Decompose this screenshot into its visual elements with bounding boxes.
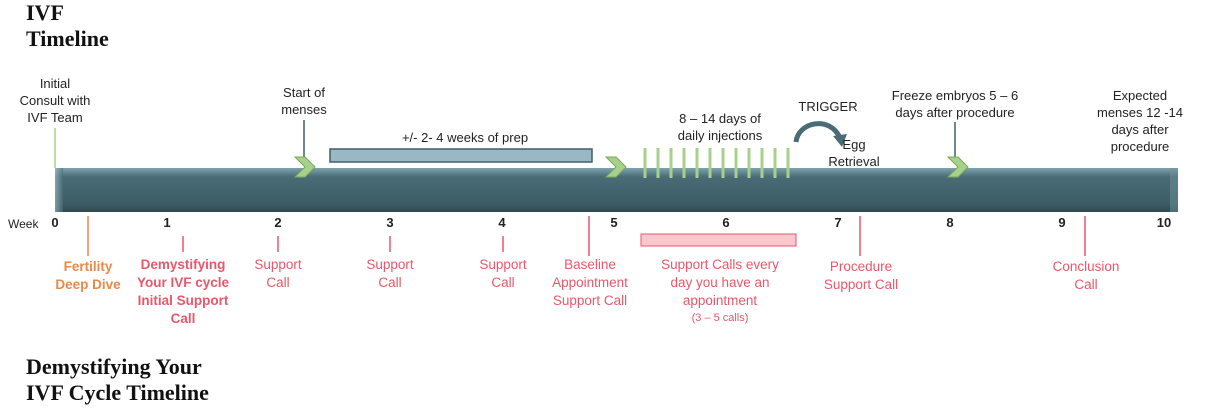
week-tick-label: 3 (386, 215, 394, 230)
week-tick-label: 1 (163, 215, 171, 230)
week-tick-label: 9 (1058, 215, 1066, 230)
chevron-icon (293, 156, 316, 178)
timeline-bar-cap (55, 168, 63, 212)
injections-label: 8 – 14 days of daily injections (677, 111, 763, 143)
chevron-icon (946, 156, 969, 178)
procedure-support-call-label: Procedure Support Call (823, 259, 899, 292)
support-calls-range (640, 233, 797, 247)
week-tick-label: 8 (946, 215, 954, 230)
week-tick-label: 7 (834, 215, 842, 230)
freeze-embryos-label: Freeze embryos 5 – 6 days after procedur… (891, 88, 1019, 120)
week-tick-label: 5 (610, 215, 618, 230)
week-tick-label: 0 (51, 215, 59, 230)
title-line-1: IVF (26, 0, 64, 25)
start-menses-label: Start of menses (281, 85, 327, 117)
chevron-icon (604, 156, 627, 178)
fertility-deep-dive-label: Fertility Deep Dive (55, 259, 121, 292)
support-call-week4-label: Support Call (479, 257, 527, 290)
support-call-week2-label: Support Call (254, 257, 302, 290)
trigger-label: TRIGGER (798, 99, 858, 114)
egg-retrieval-label: Egg Retrieval (828, 137, 880, 169)
trigger-arrow-icon (793, 121, 847, 147)
bottom-title-line-2: IVF Cycle Timeline (26, 380, 209, 405)
week-tick-label: 10 (1156, 215, 1172, 230)
bottom-title-line-1: Demystifying Your (26, 354, 202, 379)
demystifying-call-label: Demystifying Your IVF cycle Initial Supp… (136, 257, 230, 326)
support-calls-every-day-label: Support Calls every day you have an appo… (661, 257, 779, 324)
week-tick-label: 4 (498, 215, 506, 230)
bottom-title: Demystifying Your IVF Cycle Timeline (26, 354, 209, 406)
prep-bar (329, 148, 593, 163)
injection-ticks (643, 148, 790, 178)
week-tick-label: 6 (722, 215, 730, 230)
initial-consult-label: Initial Consult with IVF Team (19, 76, 91, 125)
week-axis-label: Week (8, 217, 39, 231)
support-call-week3-label: Support Call (366, 257, 414, 290)
week-tick-label: 2 (274, 215, 282, 230)
prep-label: +/- 2- 4 weeks of prep (401, 130, 529, 145)
page-title: IVF Timeline (26, 0, 109, 52)
timeline-bar-end (1170, 168, 1178, 212)
baseline-appointment-label: Baseline Appointment Support Call (552, 257, 628, 308)
conclusion-call-label: Conclusion Call (1052, 259, 1120, 292)
expected-menses-label: Expected menses 12 -14 days after proced… (1097, 88, 1183, 154)
title-line-2: Timeline (26, 26, 109, 51)
